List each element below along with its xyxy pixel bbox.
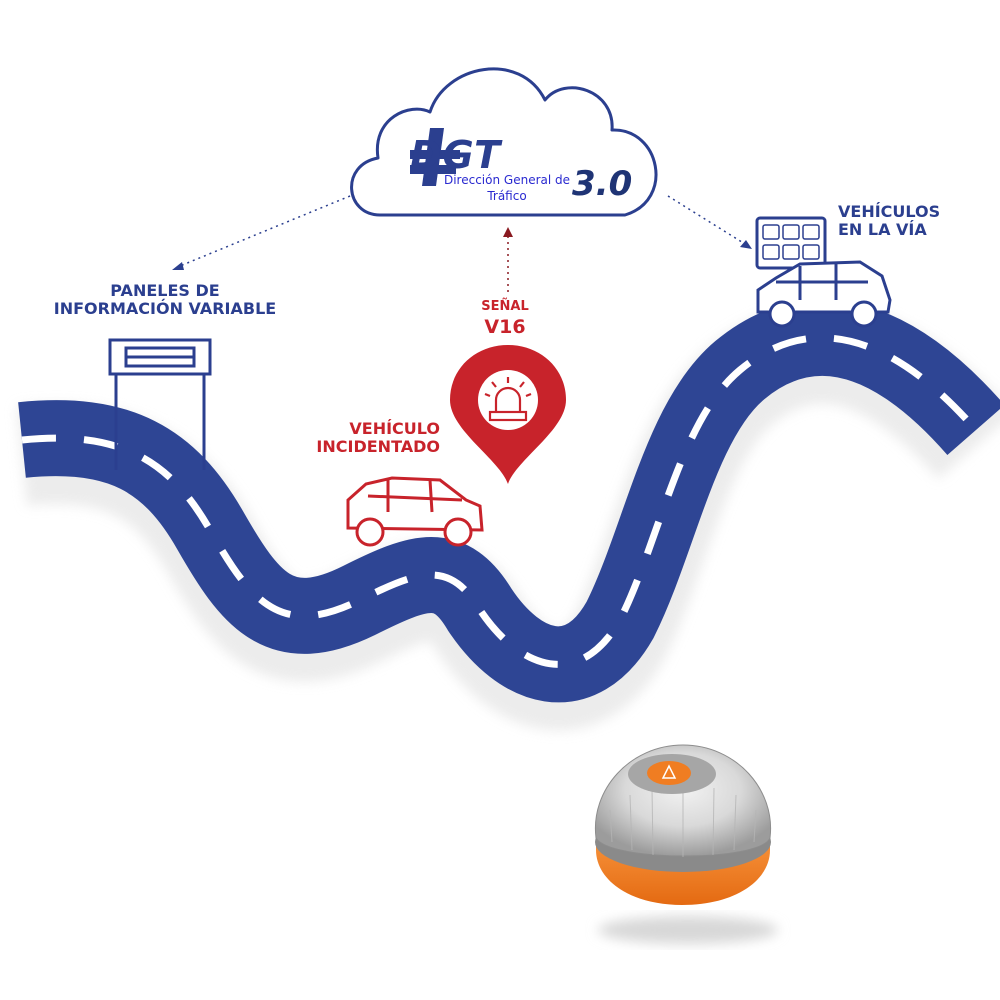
vehiculos-label: VEHÍCULOS EN LA VÍA	[838, 202, 988, 240]
paneles-label: PANELES DE INFORMACIÓN VARIABLE	[20, 281, 310, 319]
vehiculos-label-line2: EN LA VÍA	[838, 220, 927, 240]
paneles-label-line2: INFORMACIÓN VARIABLE	[53, 299, 277, 319]
dgt-version: 3.0	[572, 164, 633, 204]
paneles-label-line1: PANELES DE	[110, 281, 220, 300]
senal-label: SEÑAL V16	[470, 299, 540, 339]
car-icon	[346, 476, 484, 547]
senal-label-line2: V16	[484, 315, 526, 338]
dgt-subtitle-line2: Tráfico	[487, 188, 527, 203]
beacon-light-icon	[484, 377, 532, 422]
road-center-dashes	[21, 334, 979, 668]
connected-car-icon	[755, 216, 892, 328]
senal-label-line1: SEÑAL	[481, 299, 529, 314]
dgt-logo-icon	[410, 128, 460, 186]
dgt-subtitle: Dirección General de Tráfico	[432, 173, 582, 204]
incidentado-label-line1: VEHÍCULO	[349, 419, 440, 438]
vehiculos-label-line1: VEHÍCULOS	[838, 202, 941, 221]
connector-lines	[179, 195, 746, 292]
arrow-to-panels-icon	[172, 262, 184, 270]
arrow-to-cloud-icon	[503, 227, 513, 237]
arrow-to-vehicles-icon	[740, 240, 752, 249]
road	[16, 299, 1000, 731]
incidentado-label-line2: INCIDENTADO	[316, 437, 440, 457]
v16-device-icon	[594, 744, 778, 944]
dgt-subtitle-line1: Dirección General de	[443, 173, 571, 187]
variable-panel-icon	[108, 338, 212, 470]
incidentado-label: VEHÍCULO INCIDENTADO	[280, 419, 440, 457]
dgt-logo-text: DGT	[410, 133, 501, 177]
